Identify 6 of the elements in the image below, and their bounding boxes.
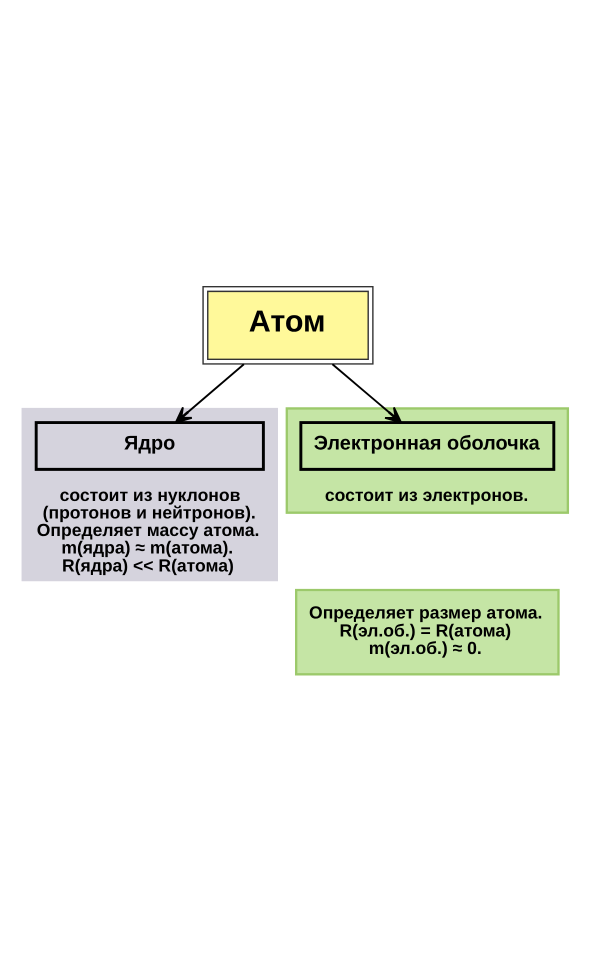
node-box: Определяет размер атома. R(эл.об.) = R(атома) m(эл.об.) ≈ 0.: [295, 588, 560, 675]
node-box: Электронная оболочка: [299, 420, 556, 470]
node-box: Атом: [202, 285, 374, 364]
node-box: Ядро: [34, 420, 265, 470]
arrow: [332, 363, 402, 423]
arrow: [174, 363, 244, 423]
